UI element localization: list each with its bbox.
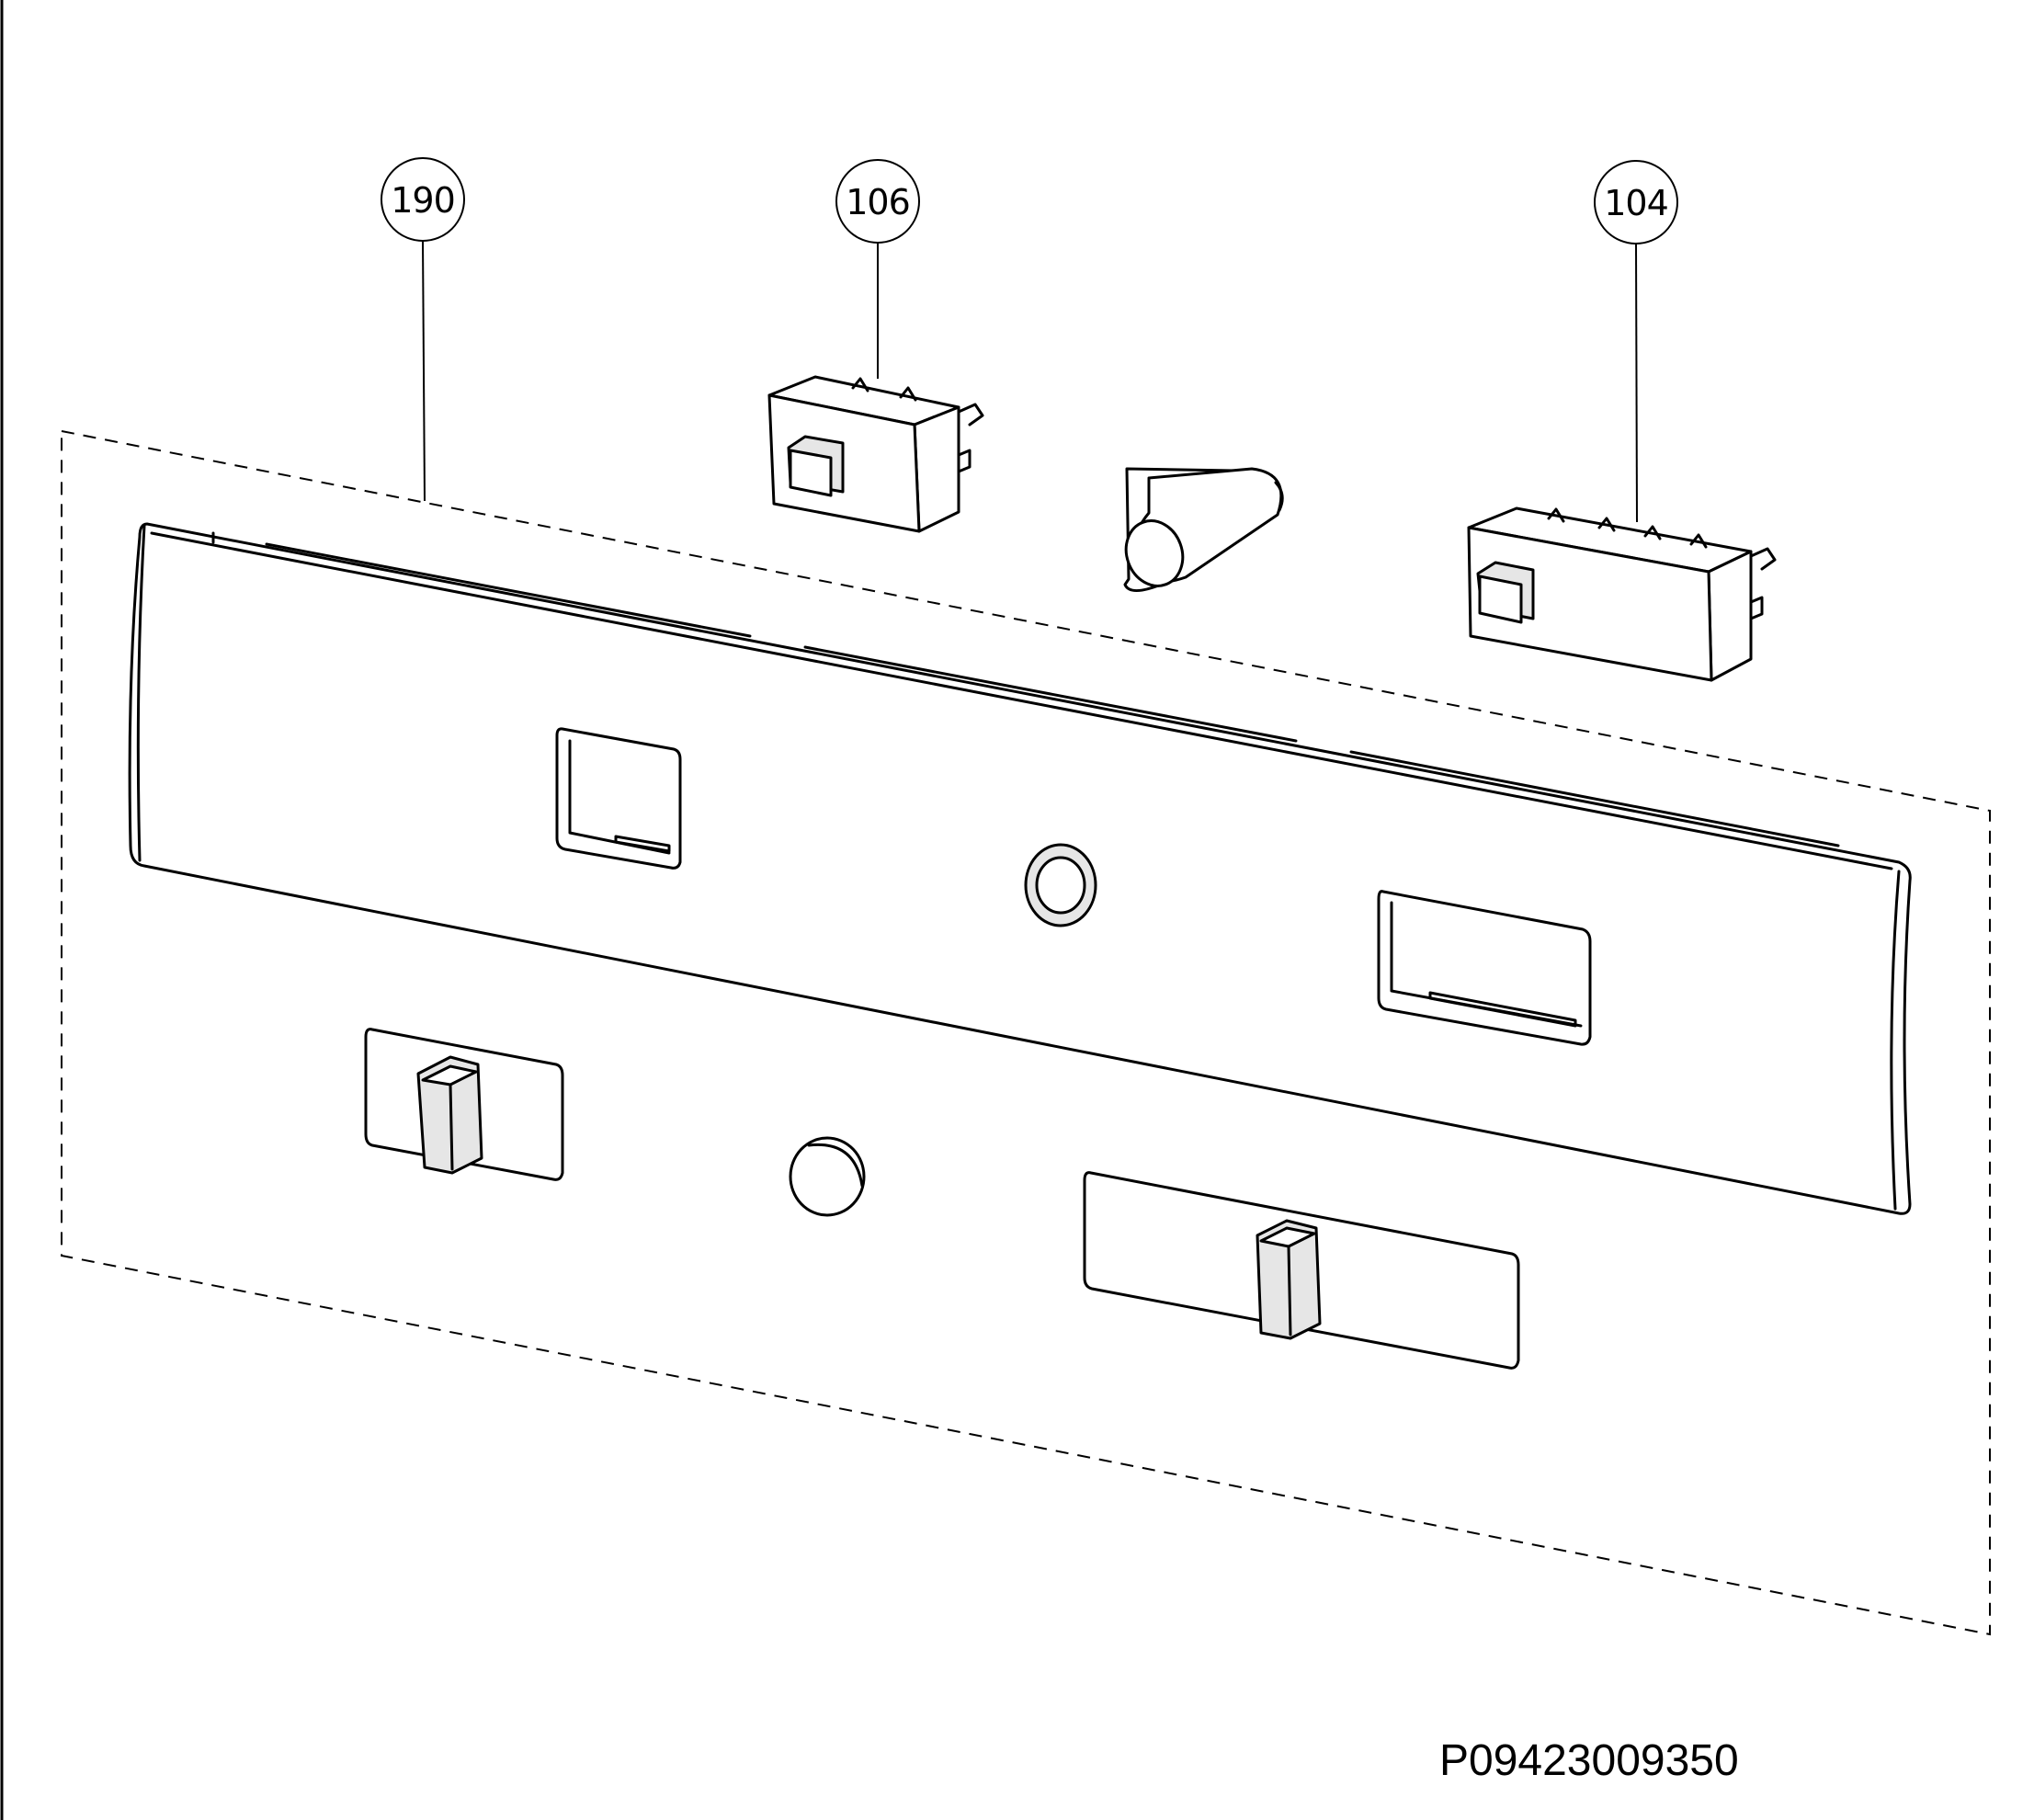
callout-106: 106 [835,159,920,244]
control-panel-190 [128,522,1912,1215]
callout-190: 190 [381,157,465,242]
part-code-label: P09423009350 [1439,1736,1739,1785]
slider-right [1083,1171,1520,1370]
callout-104: 104 [1594,160,1678,245]
callout-label-104: 104 [1604,183,1668,223]
slider-left [364,1028,564,1181]
micro-switch-106 [767,375,984,533]
micro-switch-104 [1467,506,1777,682]
assembly-boundary [61,429,1991,1636]
knob-cap [789,1136,866,1217]
callout-label-190: 190 [391,180,455,221]
light-pipe-pin [1123,467,1284,592]
leader-line-190 [422,239,426,502]
leader-line-104 [1635,242,1638,523]
callout-label-106: 106 [846,182,910,222]
